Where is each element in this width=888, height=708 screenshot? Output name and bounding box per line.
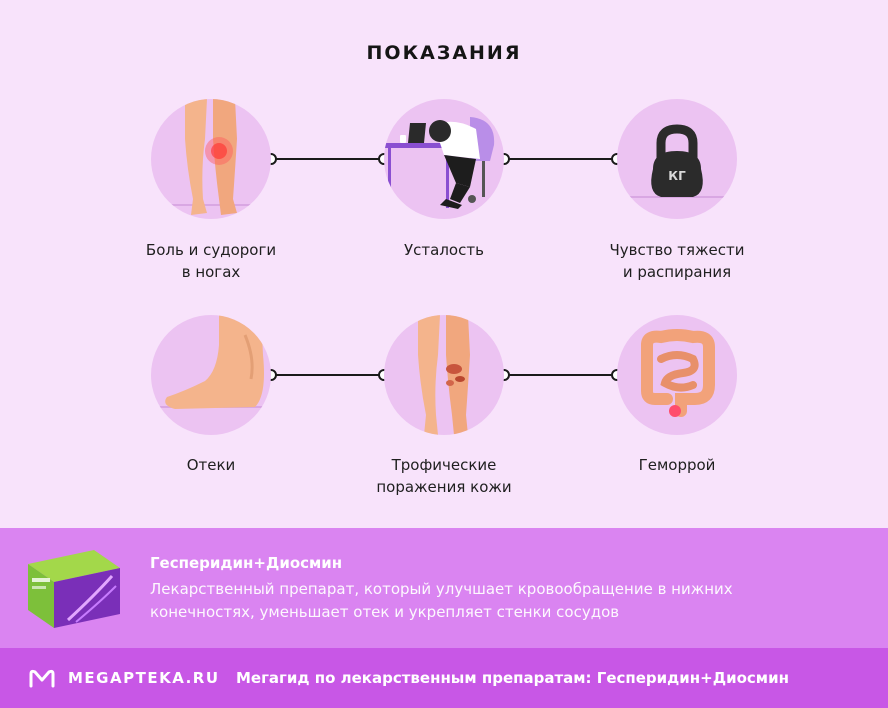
legs-pain-icon: [151, 99, 271, 215]
footer-band: MEGAPTEKA.RU Мегагид по лекарственным пр…: [0, 648, 888, 708]
product-box-icon: [28, 550, 120, 628]
indication-label-fatigue: Усталость: [404, 241, 484, 259]
indication-circle-hemorrhoids: [617, 315, 737, 435]
skin-lesion-legs-icon: [418, 315, 470, 435]
footer-logo-text[interactable]: MEGAPTEKA.RU: [68, 669, 220, 687]
tired-person-icon: [384, 117, 500, 209]
indication-circle-swelling: [151, 315, 271, 435]
indication-label-trophic: Трофические поражения кожи: [376, 456, 512, 496]
indication-label-swelling: Отеки: [186, 456, 236, 474]
kettlebell-icon: [617, 124, 737, 198]
connector-line: [504, 374, 617, 376]
indication-circle-fatigue: [384, 99, 504, 219]
connector-line: [271, 374, 384, 376]
indication-label-hemorrhoids: Геморрой: [638, 456, 716, 474]
page-title: ПОКАЗАНИЯ: [366, 42, 522, 64]
footer-caption: Мегагид по лекарственным препаратам: Гес…: [236, 669, 789, 687]
connector-line: [271, 158, 384, 160]
indication-label-heaviness: Чувство тяжести и распирания: [609, 241, 745, 281]
product-band: Гесперидин+Диосмин Лекарственный препара…: [0, 528, 888, 648]
intestine-icon: [641, 329, 715, 417]
megapteka-logo-icon: [29, 669, 55, 688]
kettlebell-label: КГ: [668, 169, 686, 183]
product-description: Лекарственный препарат, который улучшает…: [150, 580, 733, 621]
indication-label-leg-pain: Боль и судороги в ногах: [145, 241, 277, 281]
connector-line: [504, 158, 617, 160]
swollen-foot-icon: [151, 315, 271, 409]
product-name: Гесперидин+Диосмин: [150, 554, 343, 572]
indication-circle-trophic: [384, 315, 504, 435]
indication-circle-heaviness: КГ: [617, 99, 737, 219]
indication-circle-leg-pain: [151, 99, 271, 219]
